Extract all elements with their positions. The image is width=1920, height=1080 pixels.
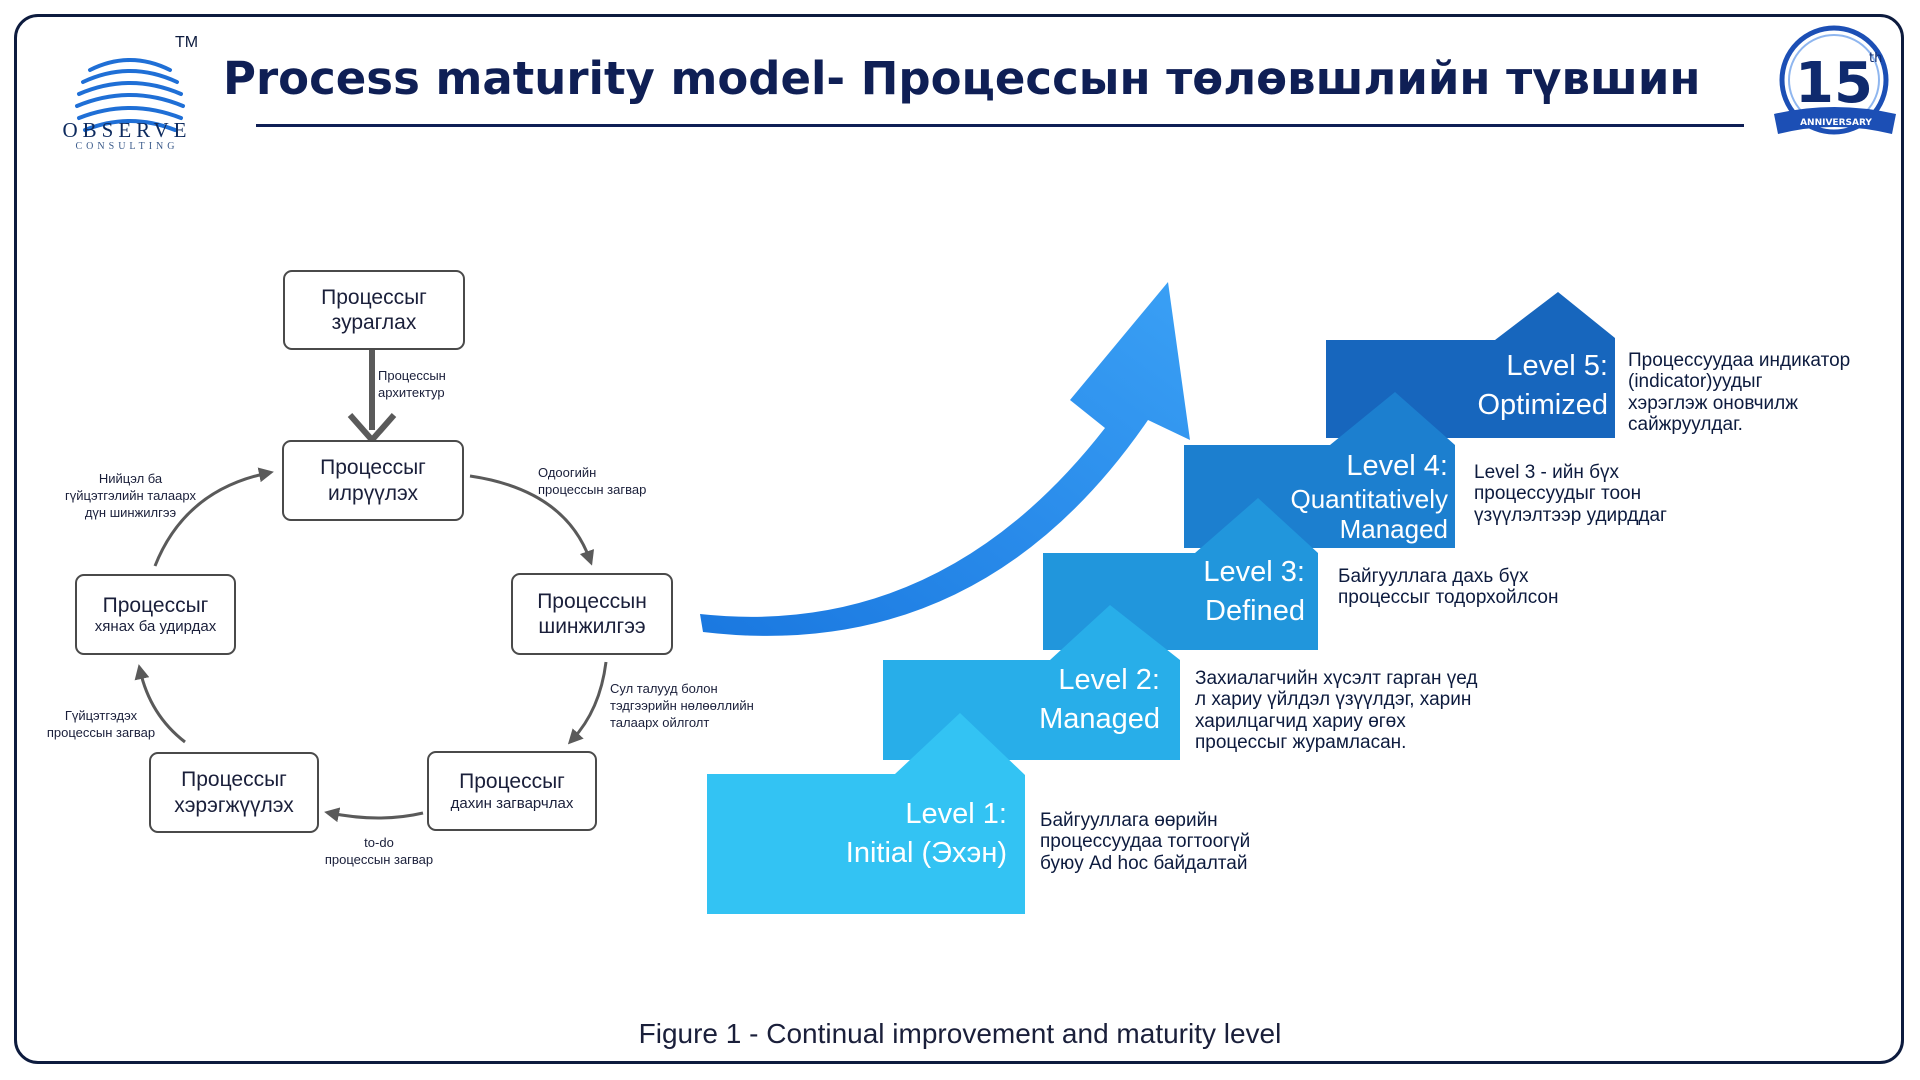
label-weakness: Сул талууд болон тэдгээрийн нөлөөллийн т… <box>610 681 754 732</box>
label-current-model: Одоогийн процессын загвар <box>538 465 646 499</box>
node-monitor-line2: хянах ба удирдах <box>94 618 217 636</box>
level-5-name: Level 5: <box>1506 350 1608 382</box>
logo-subtitle: CONSULTING <box>75 141 179 152</box>
arrow-implement-to-monitor <box>134 664 186 744</box>
node-analyze-line2: шинжилгээ <box>538 615 646 638</box>
level-1-name: Level 1: <box>905 798 1007 830</box>
level-4-description: Level 3 - ийн бүх процессуудыг тоон үзүү… <box>1474 462 1667 526</box>
level-1-block <box>707 713 1025 914</box>
node-analyze-line1: Процессын <box>537 589 647 613</box>
level-4-desc-line2: процессуудыг тоон <box>1474 483 1642 505</box>
node-redesign-line1: Процессыг <box>459 770 565 794</box>
label-conformance-line3: дүн шинжилгээ <box>84 504 177 520</box>
level-4-title: Level 4: Quantitatively Managed <box>1188 450 1448 544</box>
level-3-name: Level 3: <box>1203 556 1305 588</box>
node-identify-process: Процессыг илрүүлэх <box>282 440 464 521</box>
level-5-desc-line1: Процессуудаа индикатор <box>1628 350 1851 371</box>
label-executable-line1: Гүйцэтгэдэх <box>64 708 138 723</box>
node-map-process: Процессыг зураглах <box>283 270 465 350</box>
label-conformance-line1: Нийцэл ба <box>98 471 163 486</box>
observe-logo-icon <box>75 58 185 132</box>
node-implement-line2: хэрэгжүүлэх <box>174 793 294 817</box>
level-5-description: Процессуудаа индикатор (indicator)уудыг … <box>1628 350 1850 435</box>
logo-wordmark: OBSERVE <box>62 118 192 142</box>
level-4-name: Level 4: <box>1346 450 1448 482</box>
growth-arrow <box>700 282 1190 636</box>
level-4-subtitle: Quantitatively <box>1290 483 1448 514</box>
level-1-title: Level 1: Initial (Эхэн) <box>760 795 1007 873</box>
level-2-title: Level 2: Managed <box>930 661 1160 739</box>
level-2-desc-line3: харилцагчид хариу өгөх <box>1195 710 1406 732</box>
level-2-desc-line4: процессыг журамласан. <box>1195 731 1407 753</box>
figure-caption: Figure 1 - Continual improvement and mat… <box>638 1018 1282 1049</box>
level-1-description: Байгууллага өөрийн процессуудаа тогтоогү… <box>1040 810 1250 874</box>
level-3-subtitle: Defined <box>1205 595 1305 628</box>
label-current-line1: Одоогийн <box>538 465 597 480</box>
node-redesign-process: Процессыг дахин загварчлах <box>427 751 597 831</box>
page-title: Process maturity model- Процессын төлөвш… <box>223 52 1701 105</box>
level-5-desc-line2: (indicator)уудыг <box>1628 371 1763 393</box>
arrow-redesign-to-implement <box>324 807 424 823</box>
level-2-desc-line1: Захиалагчийн хүсэлт гарган үед <box>1195 668 1478 689</box>
title-underline <box>256 124 1744 127</box>
node-identify-line2: илрүүлэх <box>328 481 418 505</box>
label-architecture: Процессын архитектур <box>378 368 446 402</box>
level-5-title: Level 5: Optimized <box>1340 347 1608 425</box>
label-architecture-line2: архитектур <box>378 384 445 400</box>
level-3-desc-line1: Байгууллага дахь бүх <box>1338 566 1529 587</box>
node-monitor-process: Процессыг хянах ба удирдах <box>75 574 236 655</box>
arrow-identify-to-analyze <box>469 474 595 566</box>
arrow-monitor-to-identify <box>153 467 274 567</box>
level-3-desc-line2: процессыг тодорхойлсон <box>1338 587 1559 609</box>
label-current-line2: процессын загвар <box>538 481 647 497</box>
anniversary-badge-icon: 15 th ANNIVERSARY <box>1774 25 1896 135</box>
label-todo-line2: процессын загвар <box>324 851 434 867</box>
label-todo-line1: to-do <box>364 835 394 850</box>
level-5-desc-line3: хэрэглэж оновчилж <box>1628 392 1798 414</box>
level-1-desc-line2: процессуудаа тогтоогүй <box>1040 831 1251 853</box>
label-todo-model: to-do процессын загвар <box>295 835 463 869</box>
level-4-subtitle2: Managed <box>1339 513 1448 544</box>
level-1-subtitle: Initial (Эхэн) <box>845 837 1007 870</box>
badge-suffix: th <box>1869 51 1882 66</box>
trademark-mark: TM <box>175 34 199 51</box>
level-5-subtitle: Optimized <box>1477 389 1608 422</box>
level-2-desc-line2: л хариу үйлдэл үзүүлдэг, харин <box>1195 689 1472 711</box>
label-weakness-line2: тэдгээрийн нөлөөллийн <box>610 697 754 713</box>
level-4-desc-line1: Level 3 - ийн бүх <box>1474 462 1620 483</box>
label-executable-model: Гүйцэтгэдэх процессын загвар <box>30 708 172 742</box>
node-analyze-process: Процессын шинжилгээ <box>511 573 673 655</box>
label-conformance-line2: гүйцэтгэлийн талаарх <box>65 487 196 503</box>
node-implement-line1: Процессыг <box>181 768 287 792</box>
label-weakness-line3: талаарх ойлголт <box>610 714 710 730</box>
level-2-description: Захиалагчийн хүсэлт гарган үед л хариу ү… <box>1195 668 1478 753</box>
badge-ribbon-text: ANNIVERSARY <box>1800 118 1872 128</box>
level-5-desc-line4: сайжруулдаг. <box>1628 413 1743 435</box>
label-executable-line2: процессын загвар <box>46 724 156 740</box>
badge-number: 15 <box>1795 51 1873 116</box>
slide-frame <box>14 14 1904 1064</box>
arrow-analyze-to-redesign <box>567 661 608 745</box>
node-map-line2: зураглах <box>331 311 417 334</box>
node-map-line1: Процессыг <box>321 285 427 309</box>
level-4-desc-line3: үзүүлэлтээр удирддаг <box>1474 504 1667 526</box>
level-3-title: Level 3: Defined <box>1080 553 1305 631</box>
label-conformance: Нийцэл ба гүйцэтгэлийн талаарх дүн шинжи… <box>48 471 213 522</box>
node-monitor-line1: Процессыг <box>102 593 209 617</box>
node-implement-process: Процессыг хэрэгжүүлэх <box>149 752 319 833</box>
node-redesign-line2: дахин загварчлах <box>450 794 574 812</box>
level-1-desc-line1: Байгууллага өөрийн <box>1040 810 1218 831</box>
level-3-description: Байгууллага дахь бүх процессыг тодорхойл… <box>1338 566 1559 609</box>
node-identify-line1: Процессыг <box>320 456 426 480</box>
level-1-desc-line3: буюу Ad hoc байдалтай <box>1040 852 1248 874</box>
label-architecture-line1: Процессын <box>378 368 446 383</box>
label-weakness-line1: Сул талууд болон <box>610 681 718 696</box>
level-2-name: Level 2: <box>1058 664 1160 696</box>
level-2-subtitle: Managed <box>1039 703 1160 736</box>
